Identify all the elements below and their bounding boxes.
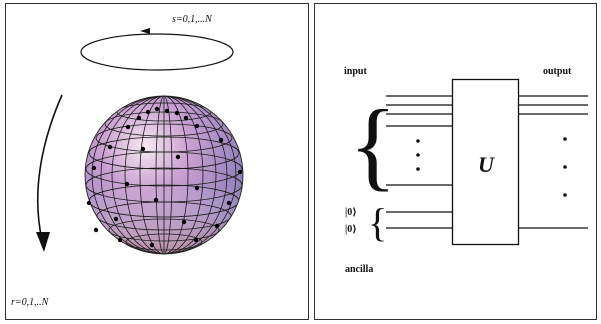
left-panel: s=0,1,...N r=0,1,..N <box>5 3 309 320</box>
rotation-ellipse <box>80 28 234 71</box>
gate-label: U <box>478 152 495 177</box>
s-range-label: s=0,1,...N <box>172 14 213 25</box>
arrowhead-down-icon <box>36 232 50 252</box>
output-wires <box>519 95 588 229</box>
sample-points <box>86 106 243 248</box>
unitary-gate: U <box>451 78 520 246</box>
ket-2: |0⟩ <box>345 224 357 235</box>
left-panel-frame <box>5 3 309 320</box>
ancilla-label: ancilla <box>345 264 373 275</box>
ancilla-brace: { <box>368 200 387 245</box>
arrowhead-icon <box>140 28 150 34</box>
bloch-sphere <box>84 95 244 255</box>
r-range-label: r=0,1,..N <box>11 297 50 308</box>
right-panel: input output { |0⟩ |0⟩ { ancilla U <box>314 3 597 320</box>
input-label: input <box>344 66 367 77</box>
output-ellipsis <box>563 137 567 197</box>
output-label: output <box>543 66 572 77</box>
right-panel-frame <box>314 3 597 320</box>
input-brace: { <box>349 89 397 200</box>
ket-1: |0⟩ <box>345 207 357 218</box>
curved-arrow <box>36 94 63 252</box>
input-ellipsis <box>416 139 420 171</box>
input-wires <box>386 95 452 229</box>
